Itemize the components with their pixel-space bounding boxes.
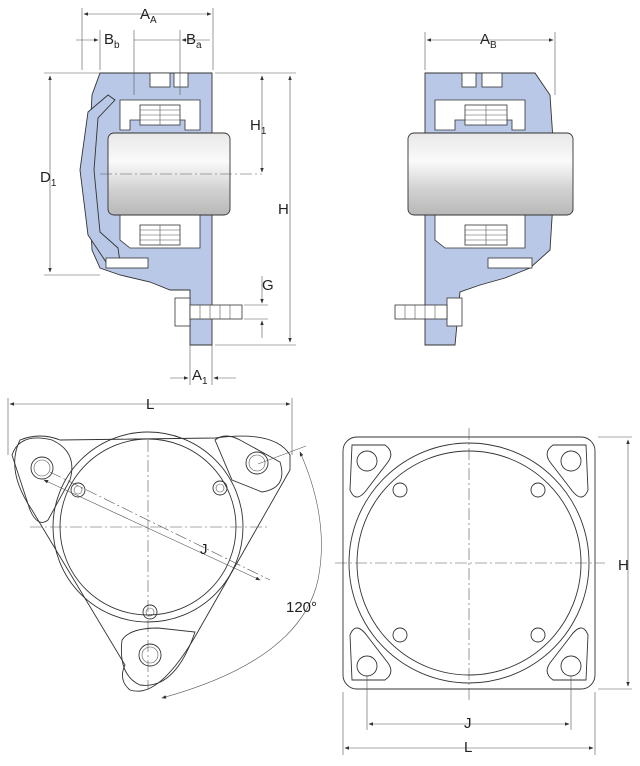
square-flange-view: H J L	[335, 428, 632, 756]
triangular-flange-outline	[14, 435, 291, 692]
corner-hole-br	[560, 655, 582, 677]
set-screw-left	[105, 257, 149, 269]
plug-right	[461, 72, 477, 88]
corner-lobe-tl	[349, 444, 392, 498]
label-AA: AA	[140, 6, 157, 26]
hole-bottom	[138, 643, 162, 667]
lobe-bottom	[120, 627, 196, 686]
bolt-right	[394, 297, 463, 327]
label-J-right: J	[464, 715, 472, 732]
label-L-left: L	[146, 396, 154, 413]
label-Ba: Ba	[186, 31, 202, 51]
cover-left	[79, 94, 121, 263]
corner-hole-tl	[356, 450, 378, 472]
label-L-right: L	[464, 739, 472, 756]
left-section-view: AA Bb Ba D1 H1 H G A1	[40, 6, 296, 387]
roller-top-right	[464, 104, 508, 126]
roller-bottom-right	[464, 224, 508, 246]
corner-lobe-tr	[546, 444, 589, 498]
label-H-right: H	[618, 557, 629, 574]
corner-hole-bl	[356, 655, 378, 677]
label-H: H	[278, 201, 289, 218]
label-A1: A1	[192, 367, 208, 387]
label-angle: 120°	[286, 599, 317, 616]
corner-hole-tr	[560, 450, 582, 472]
triangular-flange-view: L J 120°	[7, 396, 322, 699]
screw-hole-b	[142, 604, 158, 620]
sq-screw-tr	[530, 482, 546, 498]
label-H1: H1	[250, 117, 267, 137]
sq-screw-bl	[392, 627, 408, 643]
screw-hole-tl	[70, 482, 86, 498]
label-AB: AB	[480, 31, 497, 51]
shaft-right	[407, 132, 574, 216]
sq-screw-tl	[392, 482, 408, 498]
label-D1: D1	[40, 169, 57, 189]
grease-fitting-left	[149, 72, 171, 88]
right-section-view: AB	[394, 31, 574, 346]
roller-bottom-left	[139, 224, 181, 246]
set-screw-right	[487, 257, 533, 269]
hole-top-left	[30, 456, 54, 480]
label-J-left: J	[200, 541, 208, 558]
screw-hole-tr	[212, 480, 228, 496]
corner-lobe-bl	[349, 627, 392, 681]
roller-top-left	[139, 104, 181, 126]
lobe-top-left	[11, 437, 73, 523]
sq-screw-br	[530, 627, 546, 643]
label-Bb: Bb	[104, 31, 120, 51]
corner-lobe-br	[546, 627, 589, 681]
label-G: G	[262, 277, 274, 294]
grease-fitting-right	[481, 72, 503, 88]
bolt-left	[174, 297, 243, 327]
plug-left	[173, 72, 189, 88]
